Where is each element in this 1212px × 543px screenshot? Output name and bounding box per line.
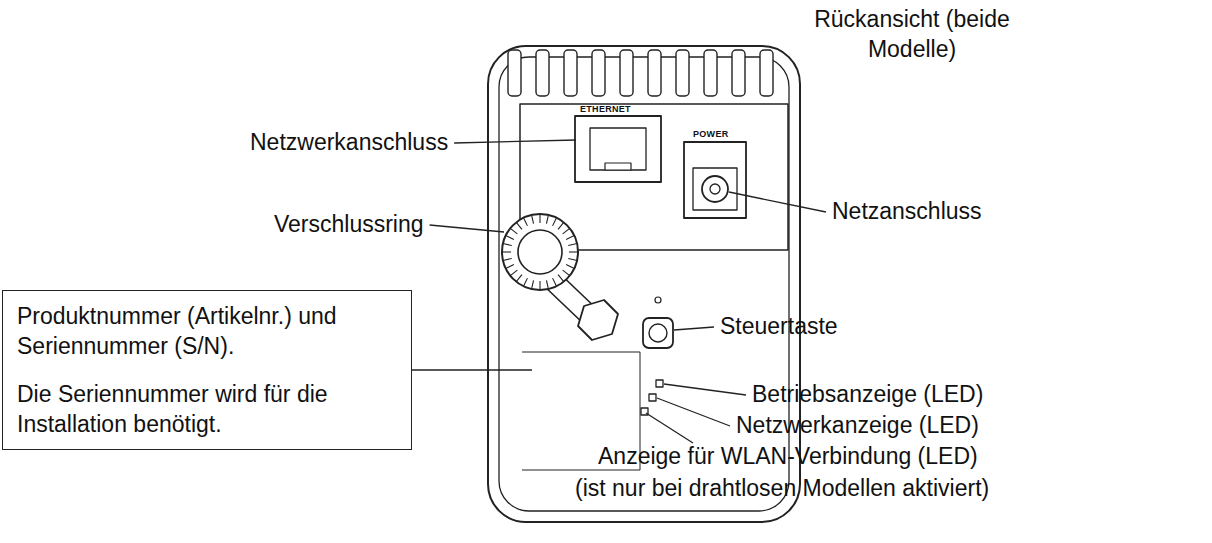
port-marking: POWER — [693, 129, 729, 139]
power-pin — [710, 184, 720, 194]
info-box: Produktnummer (Artikelnr.) und Seriennum… — [2, 290, 412, 450]
knurl-line — [553, 218, 557, 226]
network-led — [649, 394, 656, 401]
leader-line — [664, 384, 746, 395]
knurl-line — [524, 218, 528, 226]
lens-nut — [578, 300, 618, 340]
knurl-line — [506, 236, 514, 240]
part-name: Netzwerkanzeige (LED) — [736, 410, 979, 440]
vent-slot — [704, 50, 717, 96]
vent-slot — [760, 50, 773, 96]
knurl-line — [566, 236, 574, 240]
port-marking: ETHERNET — [580, 104, 631, 114]
knurl-line — [532, 215, 534, 224]
part-name: Netzwerkanschluss — [250, 127, 448, 157]
vent-slot — [592, 50, 605, 96]
housing-inner — [499, 57, 789, 511]
leader-line — [729, 192, 826, 212]
knurl-line — [503, 244, 512, 246]
control-button-cap — [649, 324, 667, 342]
box-text: Die Seriennummer wird für die Installati… — [17, 379, 397, 439]
button-hole — [655, 297, 661, 303]
control-button — [643, 318, 673, 348]
leader-line — [412, 369, 532, 370]
vent-slot — [508, 50, 521, 96]
part-name: Anzeige für WLAN-Verbindung (LED) — [598, 441, 978, 471]
vent-slot — [676, 50, 689, 96]
knurl-line — [502, 251, 511, 252]
knurl-line — [558, 275, 564, 282]
power-socket — [693, 168, 737, 210]
knurl-line — [558, 222, 564, 229]
knurl-line — [516, 275, 522, 282]
view-title: Rückansicht (beide Modelle) — [812, 4, 1012, 64]
leader-line — [430, 225, 504, 232]
note: (ist nur bei drahtlosen Modellen aktivie… — [575, 473, 989, 503]
knurl-line — [568, 258, 577, 260]
knurl-line — [506, 265, 514, 269]
leader-line — [674, 327, 714, 330]
leader-line — [454, 140, 576, 143]
knurl-line — [524, 278, 528, 286]
knurl-line — [568, 244, 577, 246]
knurl-line — [510, 228, 517, 234]
vent-slot — [620, 50, 633, 96]
vent-slot — [648, 50, 661, 96]
knurl-line — [510, 270, 517, 276]
knurl-line — [553, 278, 557, 286]
power-jack — [702, 176, 728, 202]
knurl-line — [563, 270, 570, 276]
vent-slot — [564, 50, 577, 96]
focus-ring — [502, 214, 578, 290]
knurl-line — [516, 222, 522, 229]
power-led — [656, 380, 663, 387]
vent-slot — [732, 50, 745, 96]
leader-line — [657, 398, 730, 426]
box-text: Produktnummer (Artikelnr.) und Seriennum… — [17, 301, 397, 361]
knurl-line — [539, 214, 540, 223]
leader-line — [646, 413, 693, 443]
power-recess — [684, 142, 746, 218]
knurl-line — [569, 251, 578, 252]
part-name: Steuertaste — [720, 311, 838, 341]
part-name: Verschlussring — [274, 209, 424, 239]
knurl-line — [532, 280, 534, 289]
ethernet-socket — [590, 128, 646, 170]
knurl-line — [563, 228, 570, 234]
ethernet-tab — [605, 163, 631, 170]
knurl-line — [546, 215, 548, 224]
part-name: Betriebsanzeige (LED) — [752, 379, 983, 409]
ethernet-port — [575, 116, 661, 182]
part-name: Netzanschluss — [832, 196, 982, 226]
knurl-line — [546, 280, 548, 289]
vent-slot — [536, 50, 549, 96]
knurl-line — [503, 258, 512, 260]
focus-ring-inner — [518, 230, 562, 274]
knurl-line — [539, 281, 540, 290]
knurl-line — [566, 265, 574, 269]
